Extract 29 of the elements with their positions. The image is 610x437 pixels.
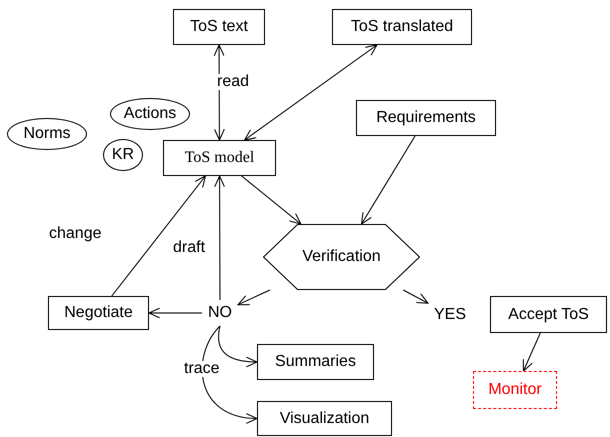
arrow [361,136,416,224]
outcome-text: NO [202,300,238,326]
arrow [214,176,226,300]
arrow [238,290,270,306]
process-box: ToS text [173,9,265,45]
arrow [244,44,378,140]
concept-ellipse: Norms [7,118,87,150]
arrow [202,326,258,424]
arrow [218,326,258,368]
arrow [402,290,428,304]
arrow [111,176,206,296]
process-box: ToS translated [332,9,472,45]
process-box: Visualization [257,401,392,436]
outcome-text: YES [428,302,472,328]
arrow [522,332,541,372]
concept-ellipse: Actions [110,98,190,130]
concept-ellipse: KR [103,139,143,171]
edge-label: change [48,226,102,242]
process-box: Accept ToS [490,296,607,333]
arrow [241,176,302,224]
process-box: ToS model [163,140,276,176]
monitor-box: Monitor [473,371,557,409]
decision-hexagon: Verification [263,224,420,290]
edge-label: trace [183,361,221,377]
process-box: Negotiate [48,296,149,330]
edge-label: read [216,74,250,90]
arrow [148,308,202,318]
process-box: Summaries [257,344,374,380]
process-box: Requirements [356,100,496,136]
